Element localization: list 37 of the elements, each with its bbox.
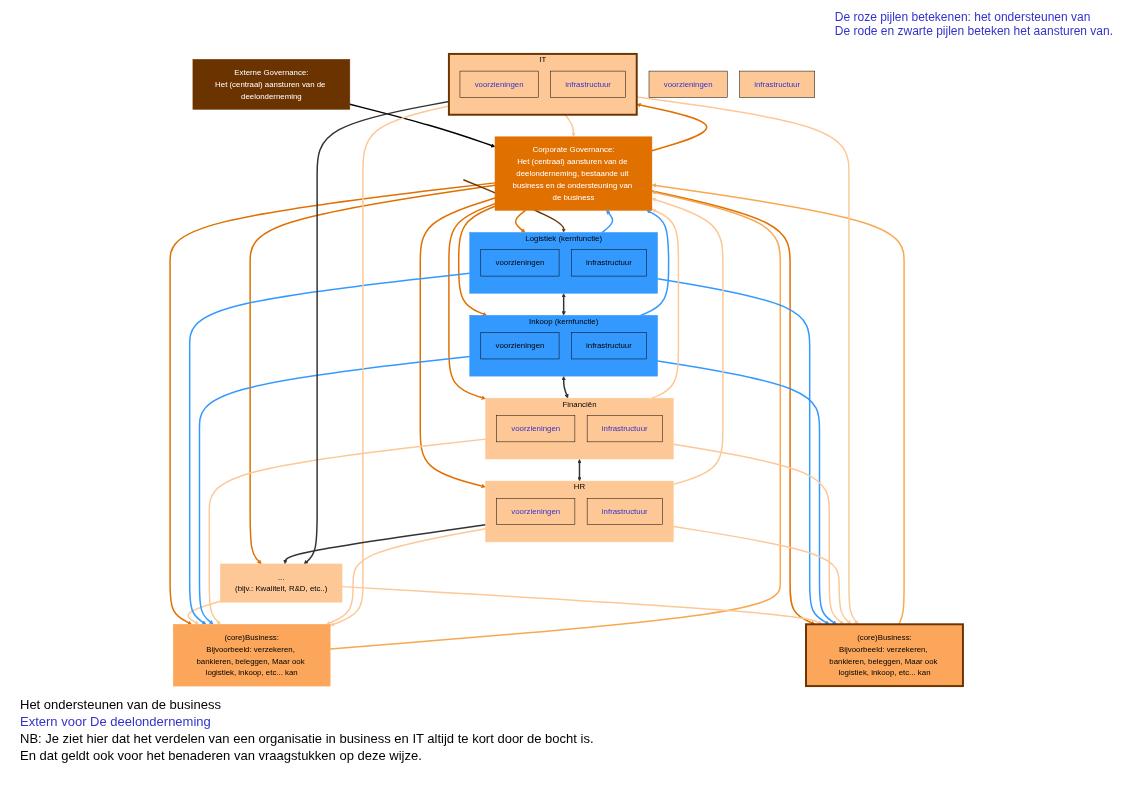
note-text: En dat geldt ook voor het benaderen van vraagstukken op deze wijze. <box>20 748 423 763</box>
arrow <box>341 585 823 625</box>
arrow <box>636 103 708 152</box>
arrow <box>208 438 487 625</box>
arrow <box>249 184 496 565</box>
arrow <box>561 376 569 399</box>
arrow <box>577 459 582 482</box>
note-text: Extern voor De deelonderneming <box>20 714 212 729</box>
arrow <box>187 600 222 625</box>
arrow <box>564 114 576 137</box>
legend-note: De rode en zwarte pijlen beteken het aansturen van. <box>834 24 1113 38</box>
arrow <box>672 443 844 625</box>
arrow <box>188 272 471 625</box>
arrow <box>601 210 614 234</box>
arrow <box>651 190 816 625</box>
arrow <box>283 524 487 565</box>
arrow <box>326 527 487 625</box>
arrow <box>169 182 496 625</box>
arrow <box>514 209 527 233</box>
legend-note: De roze pijlen betekenen: het ondersteunen van <box>834 10 1092 24</box>
arrow <box>198 355 471 625</box>
note-text: NB: Je ziet hier dat het verdelen van een organisatie in business en IT altijd te kort door de bocht is. <box>20 731 595 746</box>
arrow <box>636 96 859 625</box>
arrow <box>651 183 905 625</box>
arrow <box>656 360 837 625</box>
arrow <box>329 190 781 650</box>
arrow <box>419 197 496 489</box>
arrow <box>656 277 830 625</box>
arrow <box>448 202 496 400</box>
arrow <box>651 209 680 399</box>
section-caption: Het ondersteunen van de business <box>20 697 222 712</box>
arrow <box>349 103 496 148</box>
arrow <box>639 210 670 317</box>
arrow <box>561 293 566 316</box>
arrow <box>672 525 852 625</box>
arrow <box>651 197 724 486</box>
arrow <box>457 205 496 316</box>
